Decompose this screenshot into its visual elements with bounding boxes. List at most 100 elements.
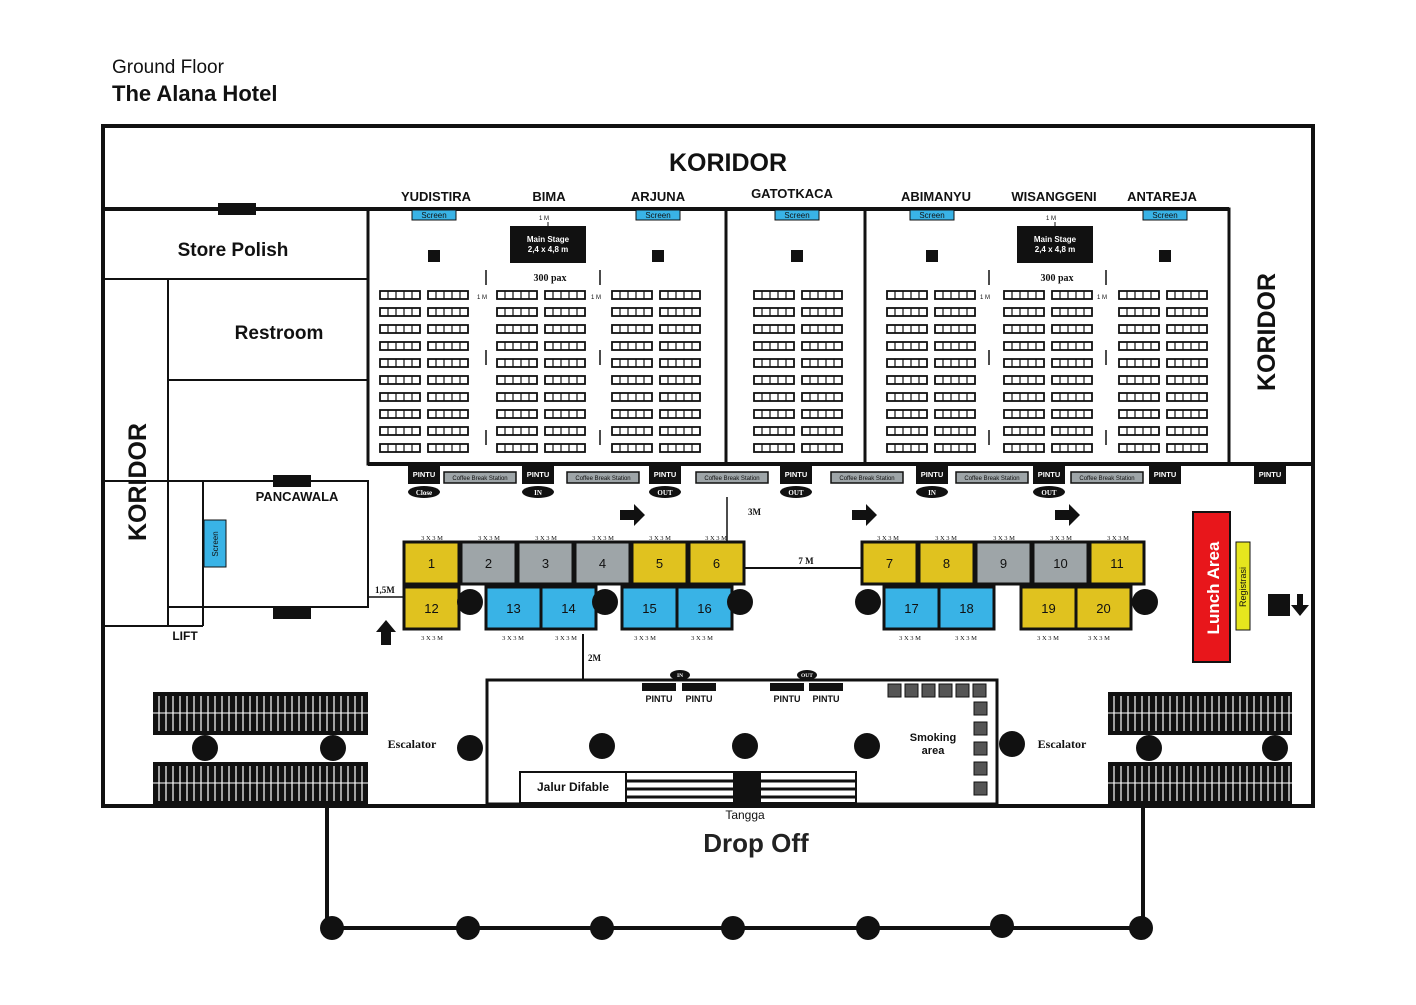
seat-row [544,290,586,300]
store-polish-label: Store Polish [178,240,289,261]
seat-row [753,290,795,300]
seat-row [1166,426,1208,436]
seat-row [379,358,421,368]
seat-row [753,358,795,368]
lobby-door-tag-label: IN [677,673,683,679]
seat-row [496,426,538,436]
screen-label: Screen [645,211,670,220]
seat-row [427,392,469,402]
door [408,465,440,484]
seat-row [886,392,928,402]
booth-number: 10 [1053,556,1067,571]
booth-number: 20 [1096,601,1110,616]
door [522,465,554,484]
projector-screen [774,209,820,221]
door [916,465,948,484]
booth-number: 6 [713,556,720,571]
booth: 14 [539,585,598,631]
coffee-break-station [695,471,769,484]
seat-row [1166,341,1208,351]
seat-row [801,358,843,368]
door [780,465,812,484]
booth: 13 [484,585,543,631]
seat-row [427,358,469,368]
seat-row [611,426,653,436]
lift-label: LIFT [172,629,198,643]
seat-row [379,290,421,300]
door [1149,465,1181,484]
booth-number: 7 [886,556,893,571]
door-tag [1033,486,1065,498]
smoking-bench [973,701,988,716]
seat-row [753,443,795,453]
seat-row [1166,443,1208,453]
booth-number: 1 [428,556,435,571]
booth: 3 [516,540,575,586]
seat-row [544,307,586,317]
seat-row [611,358,653,368]
seat-row [753,324,795,334]
seat-row [801,341,843,351]
seat-row [753,341,795,351]
booth-number: 8 [943,556,950,571]
seat-row [934,392,976,402]
booth-number: 19 [1041,601,1055,616]
seat-row [801,409,843,419]
room-name: YUDISTIRA [401,189,472,204]
seat-row [1003,358,1045,368]
smoking-bench [887,683,902,698]
booth-size-label: 3 X 3 M [899,635,921,642]
pillar-icon [457,589,483,615]
seat-row [1118,443,1160,453]
pancawala-screen-label: Screen [211,531,220,556]
main-stage [510,226,586,263]
seat-row [427,426,469,436]
door-tag-label: IN [534,489,542,497]
smoking-bench [973,781,988,796]
seat-row [886,307,928,317]
main-stage [1017,226,1093,263]
seat-row [379,375,421,385]
lobby-door [642,683,676,691]
capacity-label: 300 pax [533,273,566,284]
booth-size-label: 3 X 3 M [478,535,500,542]
seat-row [611,341,653,351]
booth-size-label: 3 X 3 M [935,535,957,542]
coffee-break-label: Coffee Break Station [1079,476,1134,482]
seat-row [496,324,538,334]
lobby-door-label: PINTU [646,694,673,704]
booth: 18 [937,585,996,631]
dim-2m: 2M [588,653,602,663]
door-label: PINTU [921,470,944,479]
coffee-break-label: Coffee Break Station [704,476,759,482]
lobby-door-label: PINTU [774,694,801,704]
one-meter-label: 1 M [1097,295,1107,301]
seat-row [886,324,928,334]
seat-row [544,341,586,351]
booth-size-label: 3 X 3 M [502,635,524,642]
seat-row [611,324,653,334]
room-name: ANTAREJA [1127,189,1197,204]
coffee-break-station [443,471,517,484]
escalator [1108,692,1292,735]
koridor-top: KORIDOR [669,149,787,177]
dim-15m: 1,5M [375,585,395,595]
dim-7m: 7 M [798,556,814,566]
screen-label: Screen [919,211,944,220]
seat-row [659,358,701,368]
door-tag-label: OUT [657,489,673,497]
seat-row [934,426,976,436]
booth-size-label: 3 X 3 M [555,635,577,642]
seat-row [379,341,421,351]
seat-row [544,409,586,419]
seat-row [1051,409,1093,419]
lobby-door-tag-label: OUT [801,673,813,679]
seat-row [1051,290,1093,300]
door-tag [780,486,812,498]
lobby-door-tag [797,670,817,680]
seat-row [1051,443,1093,453]
lunch-area-label: Lunch Area [1204,541,1223,634]
escalator-right-label: Escalator [1038,737,1087,751]
booth: 1 [402,540,461,586]
booth-size-label: 3 X 3 M [1050,535,1072,542]
